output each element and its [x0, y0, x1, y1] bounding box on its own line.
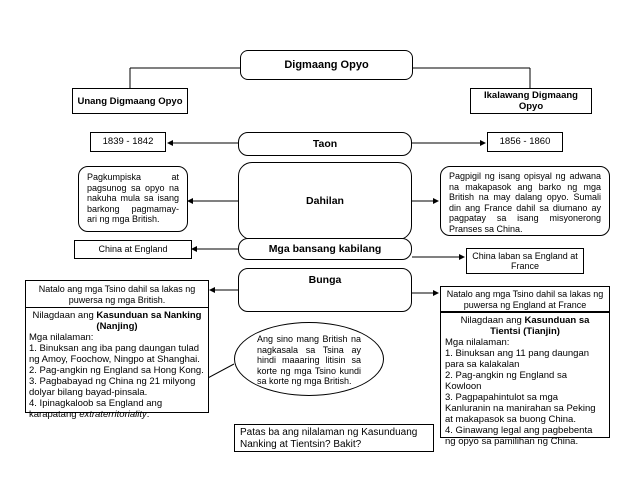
left-bunga-result-text: Natalo ang mga Tsino dahil sa lakas ng p…	[38, 284, 196, 305]
left-provision-4-period: .	[146, 409, 150, 420]
right-provisions-label: Mga nilalaman:	[445, 337, 510, 348]
left-dahilan-box: Pagkumpiska at pagsunog sa opyo na nakuh…	[78, 166, 188, 232]
right-dahilan-box: Pagpigil ng isang opisyal ng adwana na m…	[440, 166, 610, 236]
left-provision-4-term: extraterritoriality	[79, 409, 147, 420]
category-taon-text: Taon	[312, 138, 338, 150]
right-dahilan-text: Pagpigil ng isang opisyal ng adwana na m…	[449, 171, 601, 234]
right-provision-3: 3. Pagpapahintulot sa mga Kanluranin na …	[445, 392, 596, 425]
left-taon-box: 1839 - 1842	[90, 132, 166, 152]
diagram-title: Digmaang Opyo	[240, 50, 413, 80]
right-bansa-text: China laban sa England at France	[472, 250, 578, 272]
left-bansa-box: China at England	[74, 240, 192, 259]
left-provision-1: 1. Binuksan ang iba pang daungan tulad n…	[29, 343, 200, 365]
left-bansa-text: China at England	[98, 244, 168, 255]
right-treaty-name: Kasunduan sa Tientsi (Tianjin)	[490, 315, 590, 337]
right-bansa-box: China laban sa England at France	[466, 248, 584, 274]
left-treaty-box: Nilagdaan ang Kasunduan sa Nanking (Nanj…	[25, 307, 209, 420]
diagram-title-text: Digmaang Opyo	[284, 59, 369, 71]
right-bunga-result-text: Natalo ang mga Tsino dahil sa lakas ng p…	[446, 289, 604, 310]
left-provision-2: 2. Pag-angkin ng England sa Hong Kong.	[29, 365, 204, 376]
right-war-heading-text: Ikalawang Digmaang Opyo	[484, 90, 578, 112]
right-provision-1: 1. Binuksan ang 11 pang daungan para sa …	[445, 348, 590, 370]
left-provision-4-text: 4. Ipinagkaloob sa England ang karapatan…	[29, 398, 163, 420]
category-dahilan: Dahilan	[238, 162, 412, 240]
question-text: Patas ba ang nilalaman ng Kasunduang Nan…	[240, 427, 418, 450]
right-taon-box: 1856 - 1860	[487, 132, 563, 152]
callout-text: Ang sino mang British na nagkasala sa Ts…	[257, 334, 361, 386]
left-treaty-name: Kasunduan sa Nanking (Nanjing)	[96, 310, 202, 332]
left-war-heading: Unang Digmaang Opyo	[72, 88, 188, 114]
right-taon-text: 1856 - 1860	[499, 135, 551, 147]
left-provisions-label: Mga nilalaman:	[29, 332, 94, 343]
right-war-heading: Ikalawang Digmaang Opyo	[470, 88, 592, 114]
left-war-heading-text: Unang Digmaang Opyo	[77, 95, 183, 107]
left-treaty-prefix: Nilagdaan ang	[32, 310, 94, 321]
category-bansa: Mga bansang kabilang	[238, 238, 412, 260]
left-dahilan-text: Pagkumpiska at pagsunog sa opyo na nakuh…	[87, 172, 179, 224]
right-provision-2: 2. Pag-angkin ng England sa Kowloon	[445, 370, 568, 392]
left-bunga-result: Natalo ang mga Tsino dahil sa lakas ng p…	[25, 280, 209, 308]
category-bunga-text: Bunga	[308, 274, 342, 286]
right-bunga-result: Natalo ang mga Tsino dahil sa lakas ng p…	[440, 286, 610, 312]
left-provision-3: 3. Pagbabayad ng China ng 21 milyong dol…	[29, 376, 196, 398]
category-bansa-text: Mga bansang kabilang	[268, 243, 382, 255]
category-taon: Taon	[238, 132, 412, 156]
left-taon-text: 1839 - 1842	[102, 135, 154, 147]
left-provision-4: 4. Ipinagkaloob sa England ang karapatan…	[29, 398, 205, 420]
category-dahilan-text: Dahilan	[306, 195, 344, 207]
right-treaty-prefix: Nilagdaan ang	[460, 315, 522, 326]
right-treaty-box: Nilagdaan ang Kasunduan sa Tientsi (Tian…	[440, 312, 610, 447]
extraterritoriality-callout: Ang sino mang British na nagkasala sa Ts…	[234, 322, 384, 396]
category-bunga: Bunga	[238, 268, 412, 312]
right-treaty-heading: Nilagdaan ang Kasunduan sa Tientsi (Tian…	[445, 315, 605, 337]
question-box: Patas ba ang nilalaman ng Kasunduang Nan…	[234, 424, 434, 452]
right-provision-4: 4. Ginawang legal ang pagbebenta ng opyo…	[445, 425, 593, 447]
left-treaty-heading: Nilagdaan ang Kasunduan sa Nanking (Nanj…	[29, 310, 205, 332]
